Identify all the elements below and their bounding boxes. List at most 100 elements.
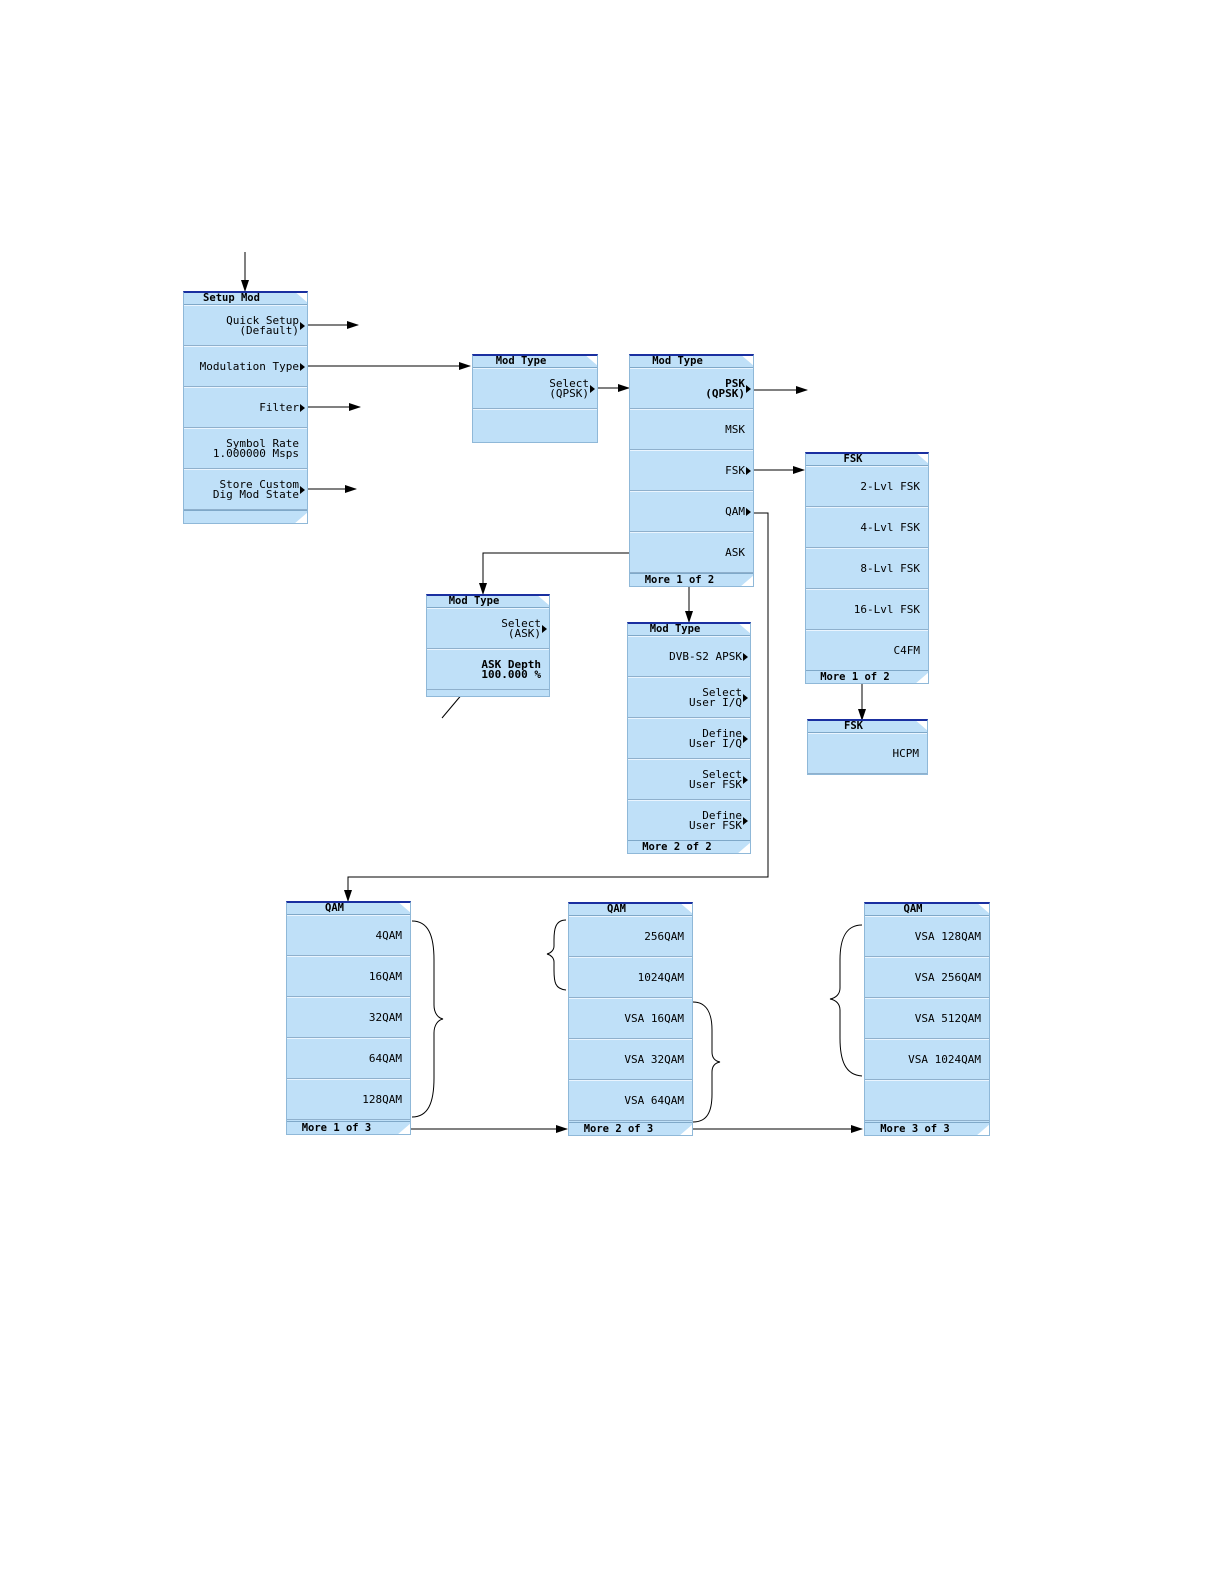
softkey-label: PSK (QPSK) — [705, 376, 745, 400]
softkey-1024qam[interactable]: 1024QAM — [569, 957, 692, 998]
softkey-ask-depth[interactable]: ASK Depth 100.000 % — [427, 649, 549, 690]
fsk-menu: FSK 2-Lvl FSK 4-Lvl FSK 8-Lvl FSK 16-Lvl… — [805, 452, 929, 684]
mod-type-select-menu: Mod Type Select (QPSK) — [472, 354, 598, 443]
softkey-label: 32QAM — [368, 1010, 402, 1024]
qam-page1-menu: QAM 4QAM 16QAM 32QAM 64QAM 128QAM More 1… — [286, 901, 411, 1135]
softkey-store-custom[interactable]: Store Custom Dig Mod State — [184, 469, 307, 510]
menu-footer — [184, 510, 307, 523]
softkey-4qam[interactable]: 4QAM — [287, 915, 410, 956]
qam-arrow — [344, 512, 769, 902]
softkey-vsa-64qam[interactable]: VSA 64QAM — [569, 1080, 692, 1121]
softkey-label: 8-Lvl FSK — [860, 561, 920, 575]
softkey-vsa-256qam[interactable]: VSA 256QAM — [865, 957, 989, 998]
softkey-dvb-s2-apsk[interactable]: DVB-S2 APSK — [628, 636, 750, 677]
softkey-symbol-rate[interactable]: Symbol Rate 1.000000 Msps — [184, 428, 307, 469]
ask-arrow — [479, 552, 630, 595]
qam-more-3-of-3-label[interactable]: More 3 of 3 — [865, 1122, 989, 1135]
submenu-arrow-icon — [743, 816, 748, 825]
submenu-arrow-icon — [590, 384, 595, 393]
softkey-msk[interactable]: MSK — [630, 409, 753, 450]
softkey-4-lvl-fsk[interactable]: 4-Lvl FSK — [806, 507, 928, 548]
softkey-label: Define User FSK — [689, 808, 742, 832]
fsk-more-1-of-2-label[interactable]: More 1 of 2 — [806, 670, 928, 683]
menu-title: Mod Type — [630, 356, 753, 368]
softkey-label: VSA 16QAM — [624, 1011, 684, 1025]
softkey-label: Select (ASK) — [501, 616, 541, 640]
softkey-label: 64QAM — [368, 1051, 402, 1065]
softkey-define-user-fsk[interactable]: Define User FSK — [628, 800, 750, 841]
softkey-hcpm[interactable]: HCPM — [808, 733, 927, 774]
setup-mod-menu: Setup Mod Quick Setup (Default) Modulati… — [183, 291, 308, 524]
softkey-define-user-iq[interactable]: Define User I/Q — [628, 718, 750, 759]
softkey-fsk[interactable]: FSK — [630, 450, 753, 491]
softkey-label: 1024QAM — [637, 970, 684, 984]
more-2-of-2-label[interactable]: More 2 of 2 — [628, 840, 750, 853]
softkey-label: QAM — [725, 504, 745, 518]
softkey-label: FSK — [725, 463, 745, 477]
softkey-blank[interactable] — [865, 1080, 989, 1121]
softkey-label: 256QAM — [644, 929, 684, 943]
softkey-label: Modulation Type — [199, 359, 299, 373]
more-1-of-2-label[interactable]: More 1 of 2 — [630, 573, 753, 586]
softkey-c4fm[interactable]: C4FM — [806, 630, 928, 671]
softkey-label: Symbol Rate 1.000000 Msps — [212, 436, 299, 460]
softkey-label: VSA 64QAM — [624, 1093, 684, 1107]
submenu-arrow-icon — [743, 775, 748, 784]
softkey-vsa-512qam[interactable]: VSA 512QAM — [865, 998, 989, 1039]
softkey-select-user-iq[interactable]: Select User I/Q — [628, 677, 750, 718]
softkey-blank[interactable] — [473, 409, 597, 442]
softkey-32qam[interactable]: 32QAM — [287, 997, 410, 1038]
softkey-modulation-type[interactable]: Modulation Type — [184, 346, 307, 387]
softkey-label: Select (QPSK) — [549, 376, 589, 400]
softkey-vsa-32qam[interactable]: VSA 32QAM — [569, 1039, 692, 1080]
menu-title: Mod Type — [628, 624, 750, 636]
softkey-quick-setup[interactable]: Quick Setup (Default) — [184, 305, 307, 346]
softkey-64qam[interactable]: 64QAM — [287, 1038, 410, 1079]
softkey-qam[interactable]: QAM — [630, 491, 753, 532]
qam-page2-menu: QAM 256QAM 1024QAM VSA 16QAM VSA 32QAM V… — [568, 902, 693, 1136]
softkey-psk[interactable]: PSK (QPSK) — [630, 368, 753, 409]
submenu-arrow-icon — [300, 403, 305, 412]
qam-more-2-of-3-label[interactable]: More 2 of 3 — [569, 1122, 692, 1135]
softkey-vsa-16qam[interactable]: VSA 16QAM — [569, 998, 692, 1039]
softkey-label: Filter — [259, 400, 299, 414]
mod-type-menu: Mod Type PSK (QPSK) MSK FSK QAM ASK More… — [629, 354, 754, 587]
menu-title: FSK — [808, 721, 927, 733]
softkey-16qam[interactable]: 16QAM — [287, 956, 410, 997]
softkey-label: Select User FSK — [689, 767, 742, 791]
submenu-arrow-icon — [743, 693, 748, 702]
softkey-select-qpsk[interactable]: Select (QPSK) — [473, 368, 597, 409]
menu-title: Mod Type — [427, 596, 549, 608]
submenu-arrow-icon — [300, 362, 305, 371]
softkey-label: 4QAM — [375, 928, 403, 942]
softkey-label: 16-Lvl FSK — [853, 602, 920, 616]
submenu-arrow-icon — [300, 321, 305, 330]
softkey-label: VSA 1024QAM — [908, 1052, 981, 1066]
softkey-label: Store Custom Dig Mod State — [212, 477, 299, 501]
softkey-select-ask[interactable]: Select (ASK) — [427, 608, 549, 649]
softkey-select-user-fsk[interactable]: Select User FSK — [628, 759, 750, 800]
softkey-128qam[interactable]: 128QAM — [287, 1079, 410, 1120]
mod-type-ask-menu: Mod Type Select (ASK) ASK Depth 100.000 … — [426, 594, 550, 697]
softkey-16-lvl-fsk[interactable]: 16-Lvl FSK — [806, 589, 928, 630]
softkey-filter[interactable]: Filter — [184, 387, 307, 428]
softkey-vsa-128qam[interactable]: VSA 128QAM — [865, 916, 989, 957]
softkey-label: Select User I/Q — [689, 685, 742, 709]
menu-title: Setup Mod — [184, 293, 307, 305]
qam-more-1-of-3-label[interactable]: More 1 of 3 — [287, 1121, 410, 1134]
brace-qam-page3-left — [829, 924, 863, 1077]
softkey-vsa-1024qam[interactable]: VSA 1024QAM — [865, 1039, 989, 1080]
softkey-label: ASK — [725, 545, 745, 559]
softkey-2-lvl-fsk[interactable]: 2-Lvl FSK — [806, 466, 928, 507]
menu-title: QAM — [865, 904, 989, 916]
softkey-label: 128QAM — [362, 1092, 402, 1106]
submenu-arrow-icon — [746, 466, 751, 475]
softkey-256qam[interactable]: 256QAM — [569, 916, 692, 957]
softkey-label: VSA 512QAM — [914, 1011, 981, 1025]
softkey-ask[interactable]: ASK — [630, 532, 753, 573]
softkey-label: HCPM — [892, 746, 920, 760]
submenu-arrow-icon — [746, 384, 751, 393]
menu-title: QAM — [569, 904, 692, 916]
softkey-8-lvl-fsk[interactable]: 8-Lvl FSK — [806, 548, 928, 589]
